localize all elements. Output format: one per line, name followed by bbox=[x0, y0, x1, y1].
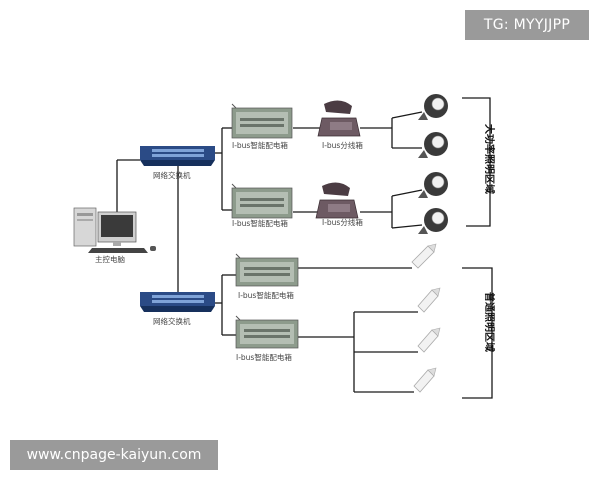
host-label: 主控电脑 bbox=[95, 254, 125, 264]
panel-3-label: I-bus智能配电箱 bbox=[238, 290, 294, 300]
zone-bracket-upper bbox=[462, 97, 491, 227]
zone-bracket-lower bbox=[462, 267, 493, 399]
switch-bottom-label: 网络交换机 bbox=[153, 316, 191, 326]
lamp-fixture-icon bbox=[413, 367, 437, 393]
spotlight-icon bbox=[418, 132, 448, 158]
zone-lower-label: 普通照明区域 bbox=[483, 292, 496, 352]
phone-2-label: I-bus分线箱 bbox=[322, 217, 363, 227]
distribution-panel-icon bbox=[235, 253, 299, 287]
computer-icon bbox=[73, 207, 156, 253]
lamp-fixture-icon bbox=[417, 287, 441, 313]
phone-unit-icon bbox=[315, 182, 359, 219]
phone-1-label: I-bus分线箱 bbox=[322, 140, 363, 150]
switch-top-label: 网络交换机 bbox=[153, 170, 191, 180]
distribution-panel-icon bbox=[235, 315, 299, 349]
panel-1-label: I-bus智能配电箱 bbox=[232, 140, 288, 150]
spotlight-icon bbox=[418, 172, 448, 198]
distribution-panel-icon bbox=[231, 183, 293, 219]
spotlight-icon bbox=[418, 208, 448, 234]
panel-4-label: I-bus智能配电箱 bbox=[236, 352, 292, 362]
spotlight-icon bbox=[418, 94, 448, 120]
url-watermark: www.cnpage-kaiyun.com bbox=[10, 440, 218, 470]
switch-bottom-icon bbox=[140, 292, 215, 312]
distribution-panel-icon bbox=[231, 103, 293, 139]
lamp-fixture-icon bbox=[417, 327, 441, 353]
switch-top-icon bbox=[140, 146, 215, 166]
connection-lines bbox=[116, 111, 423, 393]
lamp-fixture-icon bbox=[411, 243, 437, 269]
zone-upper-label: 大功率照明区域 bbox=[483, 124, 496, 194]
phone-unit-icon bbox=[317, 100, 361, 137]
tg-watermark: TG: MYYJJPP bbox=[465, 10, 589, 40]
panel-2-label: I-bus智能配电箱 bbox=[232, 218, 288, 228]
